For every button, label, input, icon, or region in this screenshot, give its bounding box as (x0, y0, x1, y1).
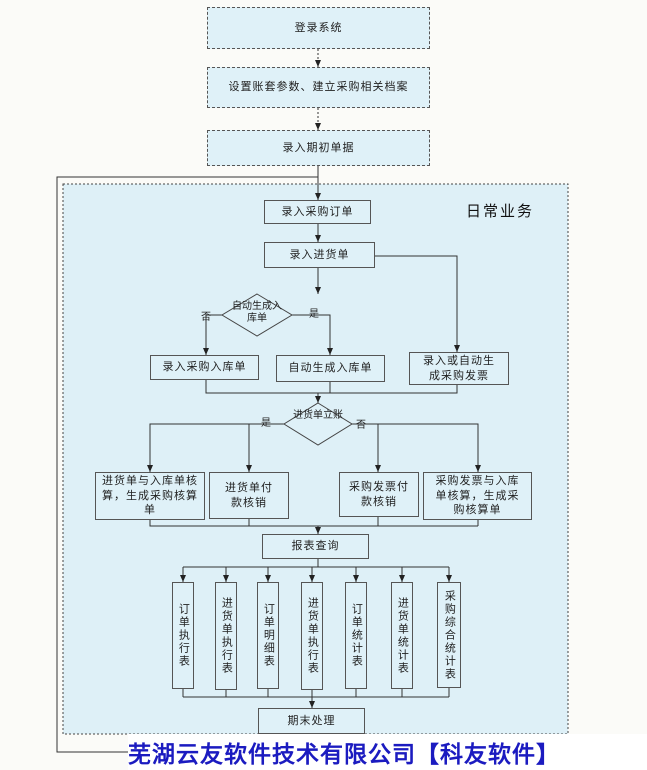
step-report-query: 报表查询 (262, 534, 369, 559)
branch-label-yes-1: 是 (309, 309, 319, 320)
branch-label-no-2: 否 (356, 420, 366, 431)
report-receipt-execution-2: 进货单执行表 (301, 582, 323, 690)
step-receipt: 录入进货单 (264, 242, 375, 268)
decision-receipt-posting: 进货单立账 (293, 410, 343, 421)
step-purchase-invoice: 录入或自动生成采购发票 (409, 352, 509, 385)
step-initial-documents: 录入期初单据 (207, 130, 430, 166)
report-order-execution: 订单执行表 (172, 582, 194, 689)
report-order-statistics: 订单统计表 (345, 582, 367, 689)
branch-label-no-1: 否 (201, 312, 211, 323)
step-auto-stockin: 自动生成入库单 (276, 355, 385, 382)
step-login: 登录系统 (207, 7, 430, 49)
step-period-end: 期末处理 (258, 708, 365, 734)
company-footer: 芜湖云友软件技术有限公司【科友软件】 (128, 734, 647, 770)
daily-business-title: 日常业务 (466, 202, 535, 220)
step-setup: 设置账套参数、建立采购相关档案 (207, 67, 430, 108)
step-receipt-payment: 进货单付款核销 (209, 472, 289, 519)
decision-auto-stockin: 自动生成入库单 (232, 301, 282, 324)
step-purchase-order: 录入采购订单 (264, 200, 371, 224)
decision-receipt-posting-shape (283, 402, 353, 446)
report-receipt-execution: 进货单执行表 (215, 582, 237, 690)
step-verify-invoice-stockin: 采购发票与入库单核算，生成采购核算单 (423, 472, 532, 520)
report-receipt-statistics: 进货单统计表 (391, 582, 413, 689)
step-manual-stockin: 录入采购入库单 (150, 355, 259, 380)
decision-auto-stockin-shape (221, 293, 293, 337)
branch-label-yes-2: 是 (261, 418, 271, 429)
step-invoice-payment: 采购发票付款核销 (339, 472, 419, 517)
report-purchase-summary: 采购综合统计表 (437, 582, 461, 688)
step-verify-receipt-stockin: 进货单与入库单核算，生成采购核算单 (95, 472, 205, 520)
report-order-detail: 订单明细表 (257, 582, 279, 689)
